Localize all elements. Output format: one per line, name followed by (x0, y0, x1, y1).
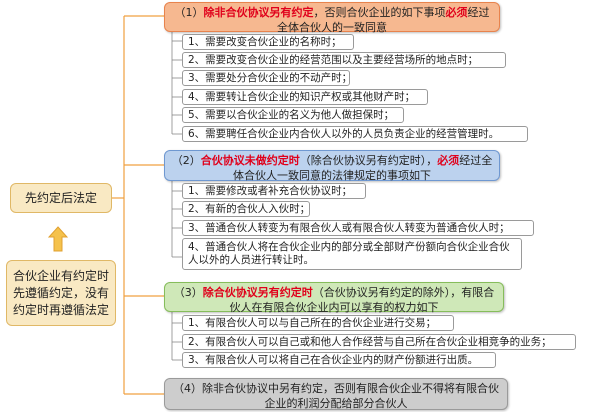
section-3-number: （3） (173, 286, 203, 299)
section-2-item-1: 1、需要修改或者补充合伙协议时； (182, 183, 366, 199)
section-2-item-3: 3、普通合伙人转变为有限合伙人或有限合伙人转变为普通合伙人时； (182, 220, 534, 236)
section-3-item-3: 3、有限合伙人可以将自己在合伙企业内的财产份额进行出质。 (182, 352, 496, 368)
section-3-header: （3）除合伙协议另有约定时（合伙协议另有约定的除外），有限合伙人在有限合伙企业内… (164, 282, 504, 314)
section-1-highlight: 除非合伙协议另有约定 (203, 6, 314, 19)
section-2-header: （2）合伙协议未做约定时（除合伙协议另有约定时），必须经过全体合伙人一致同意的法… (164, 150, 500, 182)
section-1-item-6: 6、需要聘任合伙企业内合伙人以外的人员负责企业的经营管理时。 (182, 126, 528, 142)
section-2-item-4: 4、普通合伙人将在合伙企业内的部分或全部财产份额向合伙企业合伙人以外的人员进行转… (182, 238, 522, 270)
section-3-item-2: 2、有限合伙人可以自己或和他人合作经营与自己所在合伙企业相竞争的业务； (182, 334, 576, 350)
section-1-item-1: 1、需要改变合伙企业的名称时； (182, 34, 354, 50)
section-2-highlight: 合伙协议未做约定时 (200, 154, 300, 167)
section-2-number: （2） (171, 154, 201, 167)
section-1-header: （1）除非合伙协议另有约定，否则合伙企业的如下事项必须经过全体合伙人的一致同意 (164, 2, 500, 34)
section-4-header: （4）除非合伙协议中另有约定，否则有限合伙企业不得将有限合伙企业的利润分配给部分… (164, 378, 508, 410)
rule-explanation-text: 合伙企业有约定时先遵循约定，没有约定时再遵循法定 (12, 268, 109, 317)
principle-label: 先约定后法定 (24, 190, 97, 205)
item-connectors (171, 30, 182, 361)
section-2-text-a: （除合伙协议另有约定时）， (299, 154, 438, 167)
section-2-highlight-2: 必须 (437, 154, 460, 167)
section-2-text-b: 经过全体合伙人一致同意的法律规定的事项如下 (233, 154, 493, 182)
up-arrow-icon (48, 226, 68, 252)
section-4-number: （4） (173, 382, 202, 395)
principle-box: 先约定后法定 (10, 183, 112, 213)
section-1-item-5: 5、需要以合伙企业的名义为他人做担保时； (182, 107, 404, 123)
section-3-text-a: （合伙协议另有约定的除外），有限合伙人在有限合伙企业内可以享有的权力如下 (229, 286, 495, 314)
rule-explanation-box: 合伙企业有约定时先遵循约定，没有约定时再遵循法定 (6, 260, 116, 326)
section-4-text: 除非合伙协议中另有约定，否则有限合伙企业不得将有限合伙企业的利润分配给部分合伙人 (202, 382, 499, 410)
section-1-highlight-2: 必须 (445, 6, 468, 19)
section-1-item-4: 4、需要转让合伙企业的知识产权或其他财产时； (182, 89, 428, 105)
section-3-highlight: 除合伙协议另有约定时 (202, 286, 313, 299)
section-1-item-2: 2、需要改变合伙企业的经营范围以及主要经营场所的地点时； (182, 52, 506, 68)
section-1-text-a: ，否则合伙企业的如下事项 (313, 6, 446, 19)
section-1-item-3: 3、需要处分合伙企业的不动产时； (182, 70, 352, 86)
section-2-item-2: 2、有新的合伙人入伙时； (182, 201, 310, 217)
section-1-text-b: 经过全体合伙人的一致同意 (277, 6, 490, 34)
section-connectors (112, 15, 164, 395)
section-1-number: （1） (174, 6, 204, 19)
section-3-item-1: 1、有限合伙人可以与自己所在的合伙企业进行交易； (182, 315, 454, 331)
